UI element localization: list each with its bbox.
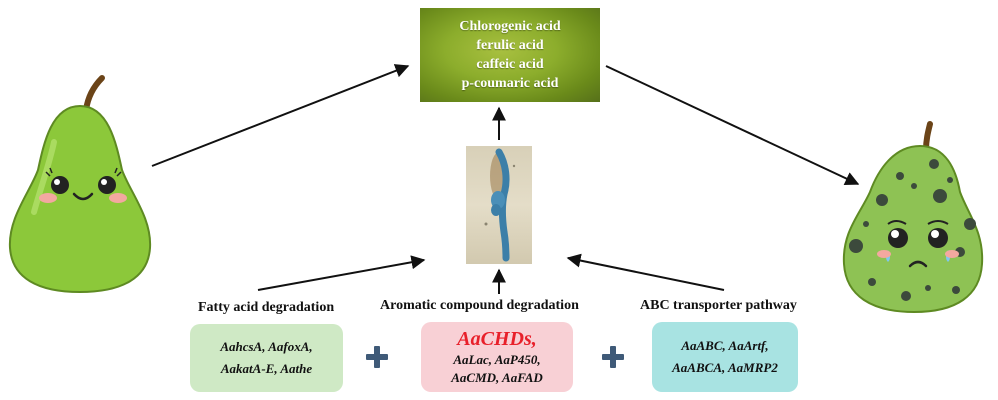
arrow-abc-to-fungus <box>566 253 725 291</box>
acid-label: p-coumaric acid <box>461 76 559 91</box>
gene-list-line: AakatA-E, Aathe <box>220 361 313 376</box>
fatty-acid-gene-box: AahcsA, AafoxA, AakatA-E, Aathe <box>190 324 343 392</box>
aromatic-gene-box: AaCHDs, AaLac, AaP450, AaCMD, AaFAD <box>421 322 573 392</box>
plus-icon <box>366 346 388 368</box>
abc-transporter-pathway-label: ABC transporter pathway <box>640 298 797 313</box>
gene-list-line: AaCMD, AaFAD <box>451 370 543 385</box>
gene-list-line: AahcsA, AafoxA, <box>220 339 313 354</box>
happy-pear-icon <box>8 75 152 294</box>
abc-transporter-gene-box: AaABC, AaArtf, AaABCA, AaMRP2 <box>652 322 798 392</box>
sad-diseased-pear-icon <box>842 121 984 314</box>
fungus-micrograph-icon <box>466 146 532 264</box>
arrow-pear-to-acids <box>151 64 410 167</box>
aromatic-compound-degradation-label: Aromatic compound degradation <box>380 298 579 313</box>
highlighted-gene: AaCHDs, <box>457 328 537 350</box>
gene-list-line: AaABC, AaArtf, <box>681 338 769 353</box>
acid-label: ferulic acid <box>476 38 544 53</box>
plus-icon <box>602 346 624 368</box>
phenolic-acids-panel: Chlorogenic acid ferulic acid caffeic ac… <box>420 8 600 102</box>
fatty-acid-degradation-label: Fatty acid degradation <box>198 300 335 315</box>
gene-list-line: AaABCA, AaMRP2 <box>672 360 778 375</box>
arrow-fatty-to-fungus <box>257 255 426 291</box>
acid-label: caffeic acid <box>476 57 544 72</box>
gene-list-line: AaLac, AaP450, <box>453 352 541 367</box>
arrow-acids-to-diseased-pear <box>605 65 860 185</box>
acid-label: Chlorogenic acid <box>459 19 561 34</box>
